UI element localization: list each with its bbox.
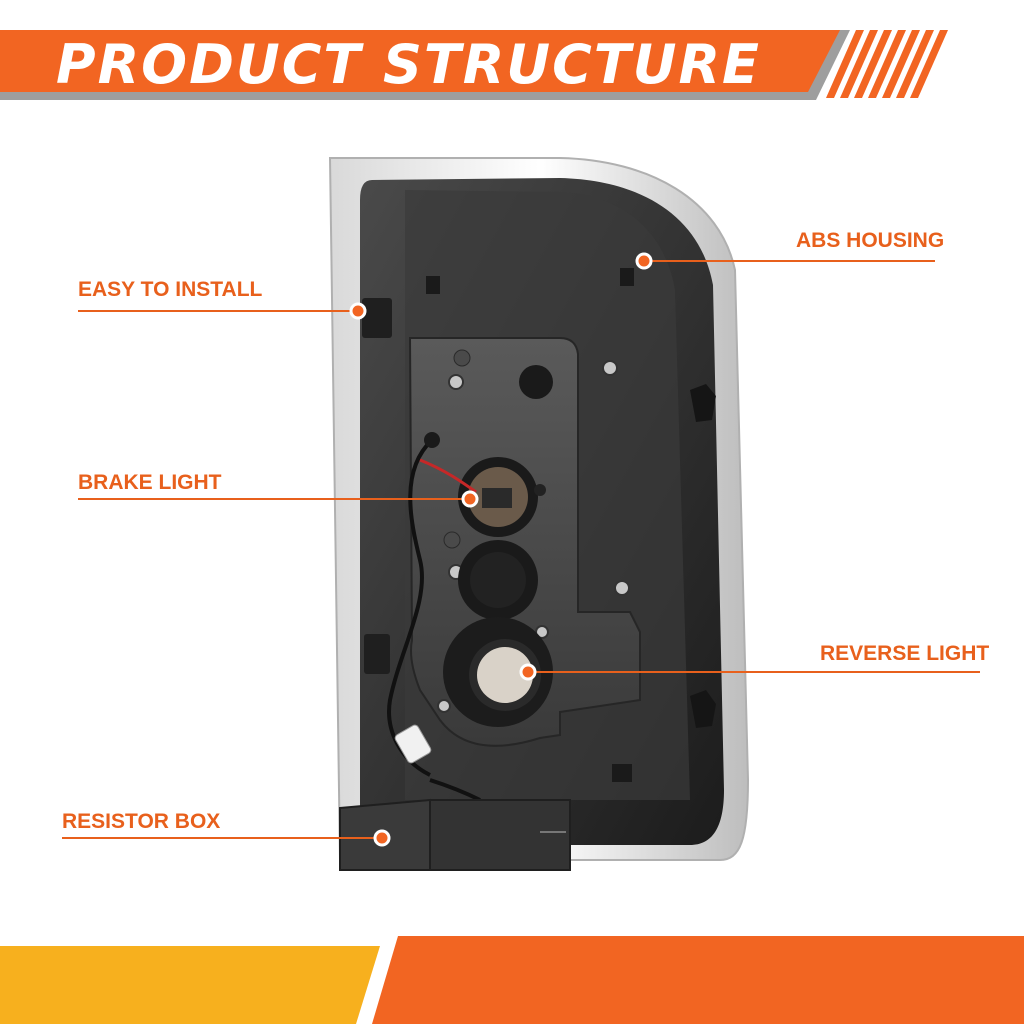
- brake-light-label: BRAKE LIGHT: [78, 471, 222, 494]
- abs-housing-dot: [635, 252, 653, 270]
- banner-shape: [0, 30, 948, 100]
- resistor-box-dot: [373, 829, 391, 847]
- title-banner: PRODUCT STRUCTURE: [0, 0, 1024, 110]
- footer-band: [0, 936, 1024, 1024]
- easy-install-dot: [349, 302, 367, 320]
- abs-housing-label: ABS HOUSING: [796, 229, 945, 252]
- reverse-light-dot: [519, 663, 537, 681]
- page-title: PRODUCT STRUCTURE: [56, 33, 761, 96]
- easy-install-label: EASY TO INSTALL: [78, 278, 263, 301]
- resistor-box-label: RESISTOR BOX: [62, 810, 221, 833]
- reverse-light-label: REVERSE LIGHT: [820, 642, 990, 665]
- stripes-icon: [826, 30, 948, 98]
- brake-light-dot: [461, 490, 479, 508]
